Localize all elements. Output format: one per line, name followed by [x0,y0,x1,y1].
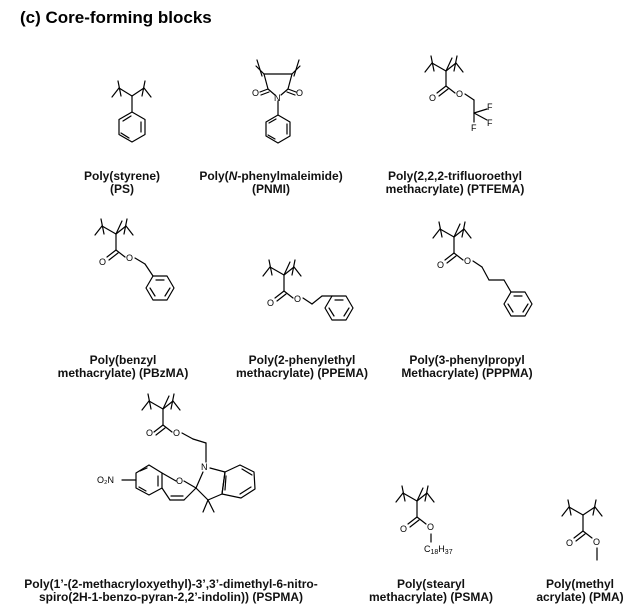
atom-f: F [487,118,493,128]
structure-ptfema: O O F F F [424,55,493,133]
atom-o: O [176,476,183,486]
atom-o: O [267,298,274,308]
atom-o: O [566,538,573,548]
structure-pnmi: O O N [252,59,303,144]
structure-ps [111,80,152,143]
atom-o: O [99,257,106,267]
label-pspma: Poly(1’-(2-methacryloxyethyl)-3’,3’-dime… [24,577,318,604]
atom-f: F [471,123,477,133]
structure-ppema: O O [262,259,354,321]
structure-pppma: O O [432,221,533,317]
atom-o: O [126,253,133,263]
atom-o: O [464,256,471,266]
structure-pma: O O [561,499,603,561]
atom-o: O [294,294,301,304]
structure-pspma: O₂N N O O O [97,393,256,513]
atom-o: O [146,428,153,438]
structure-pbzma: O O [94,218,175,301]
atom-o: O [456,89,463,99]
atom-n: N [201,462,208,472]
atom-o: O [427,522,434,532]
atom-nitro: O₂N [97,475,114,485]
atom-o: O [593,537,600,547]
label-pnmi: Poly(N-phenylmaleimide)(PNMI) [199,169,343,196]
atom-o: O [400,524,407,534]
atom-o: O [429,93,436,103]
atom-o: O [296,88,303,98]
structure-psma: O O C18H37 [395,485,453,556]
stearyl-group: C18H37 [424,544,453,556]
atom-n: N [274,93,281,103]
atom-f: F [487,102,493,112]
figure-title: (c) Core-forming blocks [20,8,212,27]
atom-o: O [437,260,444,270]
atom-o: O [173,428,180,438]
label-ps: Poly(styrene)(PS) [83,169,161,196]
atom-o: O [252,88,259,98]
